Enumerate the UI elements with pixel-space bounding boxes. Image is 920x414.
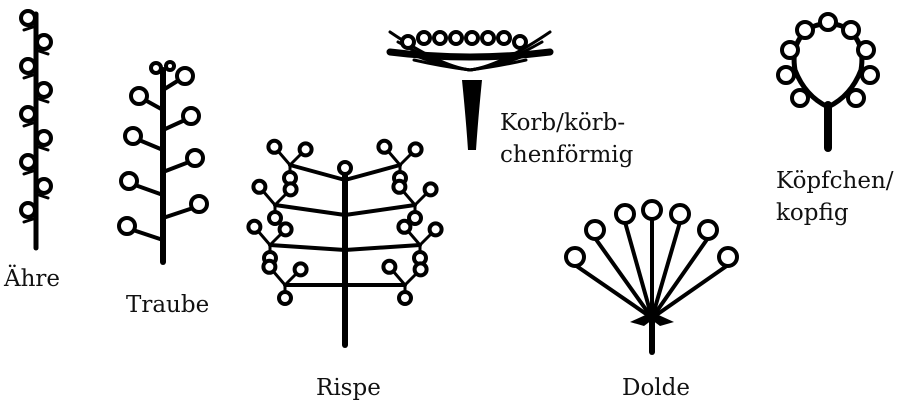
rispe-flower <box>248 221 260 233</box>
aehre-flower <box>21 155 35 169</box>
label-korb-line2: chenförmig <box>500 140 633 170</box>
koepfchen-floret <box>848 90 864 106</box>
koepfchen-floret <box>820 14 836 30</box>
traube-pedicel <box>135 185 163 195</box>
rispe-branch <box>345 205 415 215</box>
traube-pedicel <box>163 208 193 218</box>
dolde-ray <box>652 238 708 318</box>
rispe-flower <box>393 181 405 193</box>
korb-floret <box>418 32 430 44</box>
dolde-flower <box>643 201 661 219</box>
aehre-illustration <box>21 11 51 248</box>
rispe-branch <box>345 165 400 180</box>
rispe-flower <box>378 141 390 153</box>
korb-floret <box>434 32 446 44</box>
korb-floret <box>482 32 494 44</box>
rispe-twig <box>278 151 290 165</box>
label-korb-line1: Korb/körb- <box>500 108 625 138</box>
rispe-twig <box>408 231 420 245</box>
rispe-twig <box>388 151 400 165</box>
rispe-flower <box>430 223 442 235</box>
label-koepfchen-line1: Köpfchen/ <box>776 166 894 196</box>
rispe-branch <box>290 165 345 180</box>
rispe-flower <box>399 292 411 304</box>
rispe-flower <box>425 183 437 195</box>
koepfchen-floret <box>797 22 813 38</box>
traube-flower <box>125 128 141 144</box>
rispe-flower <box>263 261 275 273</box>
dolde-illustration <box>566 201 737 352</box>
traube-flower <box>131 88 147 104</box>
label-dolde: Dolde <box>622 373 690 403</box>
rispe-flower <box>415 263 427 275</box>
koepfchen-illustration <box>778 14 878 148</box>
korb-floret <box>450 32 462 44</box>
rispe-twig <box>393 271 405 285</box>
dolde-flower <box>616 205 634 223</box>
traube-pedicel <box>163 162 189 172</box>
aehre-flower <box>21 11 35 25</box>
aehre-flower <box>37 131 51 145</box>
label-traube: Traube <box>126 290 209 320</box>
dolde-flower <box>586 221 604 239</box>
rispe-flower <box>300 143 312 155</box>
aehre-flower <box>21 59 35 73</box>
traube-pedicel <box>163 120 185 130</box>
label-koepfchen-line2: kopfig <box>776 198 849 228</box>
traube-flower <box>177 68 193 84</box>
rispe-branch <box>345 245 420 250</box>
aehre-flower <box>37 179 51 193</box>
koepfchen-floret <box>862 67 878 83</box>
korb-floret <box>514 36 526 48</box>
traube-bud <box>166 62 174 70</box>
rispe-flower <box>383 261 395 273</box>
rispe-illustration <box>248 141 441 345</box>
traube-pedicel <box>133 230 163 240</box>
rispe-flower <box>279 292 291 304</box>
rispe-twig <box>403 191 415 205</box>
traube-bud <box>151 63 161 73</box>
rispe-twig <box>273 271 285 285</box>
rispe-flower <box>253 181 265 193</box>
rispe-flower <box>280 223 292 235</box>
dolde-flower <box>566 248 584 266</box>
rispe-branch <box>275 205 345 215</box>
aehre-flower <box>37 83 51 97</box>
rispe-flower <box>339 162 351 174</box>
traube-illustration <box>119 62 207 262</box>
traube-pedicel <box>139 140 163 150</box>
label-aehre: Ähre <box>4 264 60 294</box>
traube-flower <box>121 173 137 189</box>
rispe-branch <box>270 245 345 250</box>
aehre-flower <box>37 35 51 49</box>
traube-flower <box>191 196 207 212</box>
rispe-flower <box>268 141 280 153</box>
korb-floret <box>498 32 510 44</box>
rispe-flower <box>398 221 410 233</box>
rispe-flower <box>410 143 422 155</box>
aehre-flower <box>21 203 35 217</box>
dolde-flower <box>699 221 717 239</box>
rispe-twig <box>258 231 270 245</box>
traube-flower <box>183 108 199 124</box>
traube-flower <box>187 150 203 166</box>
label-rispe: Rispe <box>316 373 381 403</box>
koepfchen-floret <box>778 67 794 83</box>
rispe-twig <box>263 191 275 205</box>
dolde-flower <box>671 205 689 223</box>
rispe-flower <box>269 212 281 224</box>
koepfchen-floret <box>792 90 808 106</box>
koepfchen-floret <box>858 42 874 58</box>
rispe-flower <box>295 263 307 275</box>
koepfchen-floret <box>782 42 798 58</box>
koepfchen-floret <box>843 22 859 38</box>
dolde-flower <box>719 248 737 266</box>
dolde-ray <box>595 238 652 318</box>
korb-floret <box>402 36 414 48</box>
korb-floret <box>466 32 478 44</box>
rispe-flower <box>285 183 297 195</box>
aehre-flower <box>21 107 35 121</box>
traube-flower <box>119 218 135 234</box>
